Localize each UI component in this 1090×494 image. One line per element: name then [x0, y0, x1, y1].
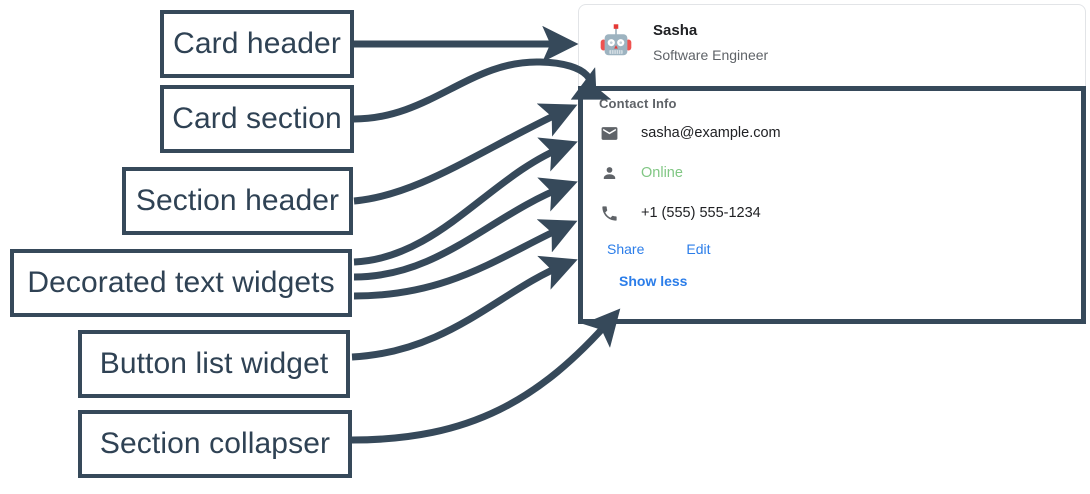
arrow-section-collapser — [351, 308, 621, 444]
card-section: Contact Info sasha@example.com — [579, 81, 1085, 297]
annotation-box-section-header: Section header — [122, 167, 353, 235]
contact-card: Sasha Software Engineer Contact Info sas… — [578, 4, 1086, 322]
section-header: Contact Info — [599, 96, 677, 111]
annotation-box-button-list-widget: Button list widget — [78, 330, 350, 398]
decorated-text-value-phone: +1 (555) 555-1234 — [641, 204, 761, 221]
show-less-button[interactable]: Show less — [619, 273, 688, 290]
decorated-text-row-phone: +1 (555) 555-1234 — [579, 193, 1085, 233]
person-icon — [599, 163, 619, 183]
arrow-decorated-text-1 — [353, 137, 578, 266]
card-header-title: Sasha — [653, 21, 698, 39]
section-collapser: Show less — [579, 265, 1085, 297]
robot-avatar-icon — [595, 22, 637, 64]
mail-icon — [599, 123, 619, 143]
annotation-box-section-collapser: Section collapser — [78, 410, 352, 478]
annotation-box-card-section: Card section — [160, 85, 354, 153]
decorated-text-row-email: sasha@example.com — [579, 113, 1085, 153]
annotation-box-card-header: Card header — [160, 10, 354, 78]
decorated-text-value-status: Online — [641, 164, 683, 181]
share-button[interactable]: Share — [607, 241, 645, 258]
arrow-decorated-text-3 — [353, 219, 578, 300]
arrow-card-section — [353, 58, 612, 123]
annotation-box-decorated-text-widgets: Decorated text widgets — [10, 249, 352, 317]
decorated-text-value-email: sasha@example.com — [641, 124, 781, 141]
card-header-text: Sasha Software Engineer — [653, 20, 768, 67]
card-header-subtitle: Software Engineer — [653, 47, 769, 64]
phone-icon — [599, 203, 619, 223]
arrow-button-list — [351, 255, 578, 361]
card-header: Sasha Software Engineer — [579, 5, 1085, 81]
button-list-widget: Share Edit — [579, 233, 1085, 265]
arrow-section-header — [353, 103, 578, 205]
decorated-text-row-status: Online — [579, 153, 1085, 193]
arrow-decorated-text-2 — [353, 177, 578, 281]
edit-button[interactable]: Edit — [686, 241, 711, 258]
